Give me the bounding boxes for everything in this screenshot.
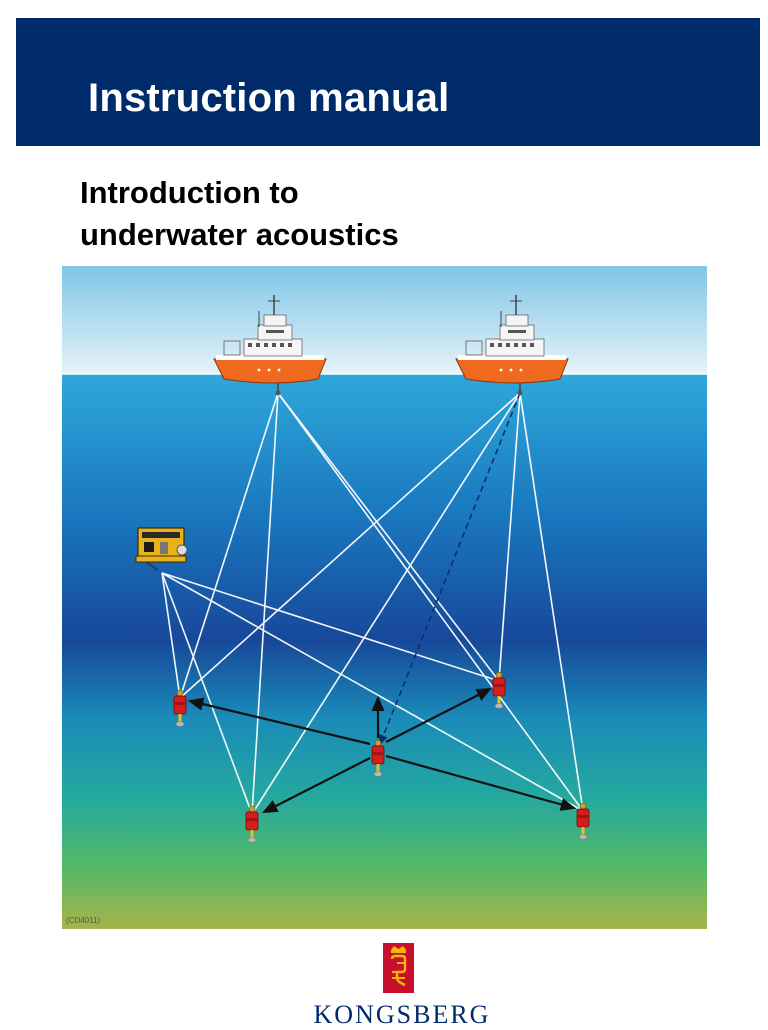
header-bar: Instruction manual [16,18,760,146]
document-subtitle: Introduction to underwater acoustics [80,172,680,256]
rov-vehicle [135,527,188,571]
kongsberg-wordmark: KONGSBERG [313,1000,491,1029]
manual-title: Instruction manual [88,76,450,120]
acoustic-positioning-illustration: (CD4011) [62,266,707,929]
kongsberg-crest-icon [383,943,414,993]
subtitle-line-2: underwater acoustics [80,217,399,252]
subtitle-line-1: Introduction to [80,175,299,210]
figure-code: (CD4011) [66,916,101,925]
